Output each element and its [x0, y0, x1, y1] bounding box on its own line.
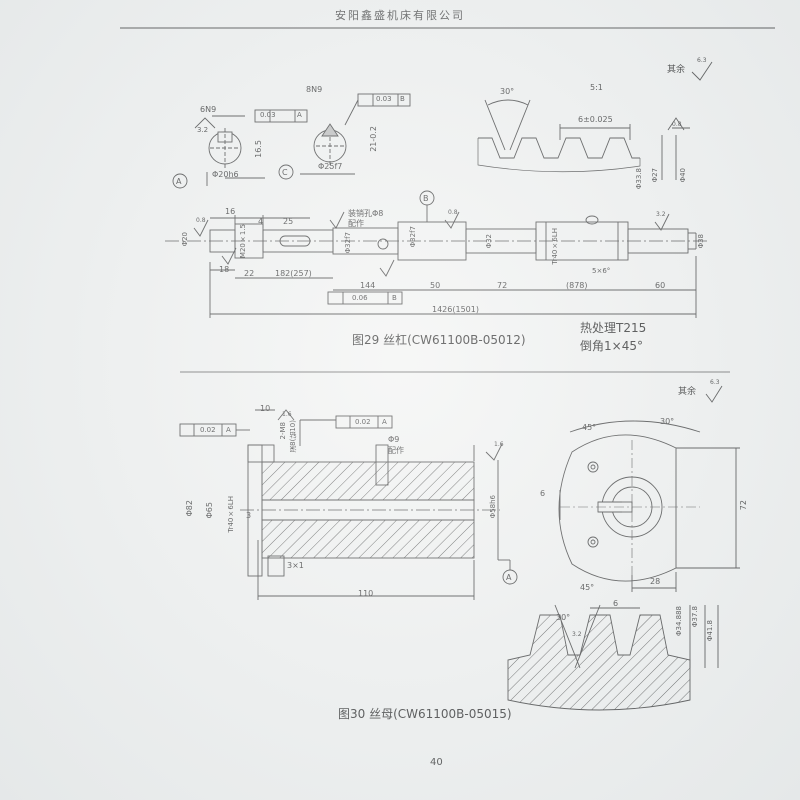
- nut-chamfer: 3×1: [287, 561, 304, 570]
- nut-section: [179, 409, 518, 600]
- ra-a: 3.2: [197, 126, 209, 134]
- nut-length: 110: [358, 589, 374, 598]
- keyway-b: 8N9: [306, 85, 323, 94]
- fig29-note-chamfer: 倒角1×45°: [580, 339, 643, 353]
- pitch-29: 6±0.025: [578, 115, 613, 124]
- rest-value-30: 6.3: [710, 379, 720, 386]
- phi-thread1: Φ33.8: [635, 168, 643, 190]
- datum-a: A: [297, 111, 302, 119]
- phi-thread3: Φ40: [679, 168, 687, 183]
- nut-tol: 0.02: [200, 426, 216, 434]
- keyway-a: 6N9: [200, 105, 217, 114]
- nut-phi82: Φ82: [185, 500, 194, 517]
- ra-shaft-1: 0.8: [196, 217, 206, 224]
- fig29-note-heat: 热处理T215: [580, 321, 647, 335]
- phi-thread2: Φ27: [651, 168, 659, 183]
- total-length: 1426(1501): [432, 305, 479, 314]
- runout-datum: B: [392, 294, 397, 302]
- d4: 4: [258, 217, 264, 226]
- nut-phi65: Φ65: [205, 502, 214, 519]
- ra-shaft-3: 3.2: [656, 211, 666, 218]
- phi-20: Φ20: [181, 232, 189, 247]
- phi-32f7: Φ32f7: [344, 232, 352, 254]
- thread-ra-30: 3.2: [572, 631, 582, 638]
- phi-34: Φ34.888: [675, 606, 683, 637]
- circle-c: C: [282, 168, 288, 177]
- chamfer-29: 5×6°: [592, 267, 611, 275]
- section-c: [300, 93, 411, 175]
- thread-angle-29: 30°: [500, 87, 515, 96]
- scale: 5:1: [590, 83, 603, 92]
- end-45-top: 45°: [582, 423, 597, 432]
- nut-phi9: Φ9: [388, 435, 400, 444]
- end-30: 30°: [660, 417, 675, 426]
- d878: (878): [566, 281, 588, 290]
- nut-datum-2: A: [382, 418, 387, 426]
- end-d6: 6: [540, 489, 546, 498]
- company-header: 安阳鑫盛机床有限公司: [335, 9, 465, 22]
- nut-tr40: Tr40×6LH: [227, 496, 235, 533]
- phi-41: Φ41.8: [706, 620, 714, 642]
- section-a: [194, 109, 308, 186]
- d18: 18: [219, 265, 230, 274]
- nut-end-view: [558, 385, 740, 592]
- end-d28: 28: [650, 577, 661, 586]
- datum-b: B: [400, 95, 405, 103]
- nut-ra-right: 1.6: [494, 441, 504, 448]
- d21: 21-0.2: [369, 126, 378, 152]
- d60: 60: [655, 281, 666, 290]
- nut-datum: A: [226, 426, 231, 434]
- thread-detail-30: [507, 604, 719, 711]
- d182: 182(257): [275, 269, 312, 278]
- phi-32: Φ32: [485, 234, 493, 249]
- rest-value-29: 6.3: [697, 57, 707, 64]
- d72: 72: [497, 281, 508, 290]
- phi-32-main: Φ32f7: [409, 226, 417, 248]
- circle-a: A: [176, 177, 182, 186]
- phi-a: Φ20h6: [212, 170, 239, 179]
- tr40: Tr40×6LH: [551, 228, 559, 265]
- d22: 22: [244, 269, 255, 278]
- ra-shaft-2: 0.8: [448, 209, 458, 216]
- phi-c: Φ25f7: [318, 162, 343, 171]
- tol-b: 0.03: [376, 95, 392, 103]
- rest-mark-30: 其余: [678, 387, 697, 397]
- thread-angle-30: 30°: [556, 613, 571, 622]
- ra-thread: 0.8: [672, 121, 682, 128]
- d16-5: 16.5: [254, 140, 263, 158]
- end-45-bot: 45°: [580, 583, 595, 592]
- end-d72: 72: [739, 500, 748, 511]
- nut-d10: 10: [260, 404, 271, 413]
- nut-d3: 3: [246, 511, 252, 520]
- nut-phi58: Φ58h6: [489, 495, 497, 519]
- nut-datum-circle: A: [506, 573, 512, 582]
- nut-m8-deep: 深8(钻10): [289, 420, 297, 453]
- nut-peizuo: 配作: [388, 446, 404, 455]
- d25: 25: [283, 217, 294, 226]
- pin-note: 装销孔Φ8: [348, 209, 384, 218]
- fig30-caption: 图30 丝母(CW61100B-05015): [338, 707, 512, 721]
- nut-ra-top: 1.6: [282, 411, 292, 418]
- fig29-caption: 图29 丝杠(CW61100B-05012): [352, 333, 526, 347]
- rest-mark-29: 其余: [667, 65, 686, 75]
- d16: 16: [225, 207, 236, 216]
- circle-b: B: [423, 194, 429, 203]
- m20: M20×1.5: [239, 224, 247, 259]
- phi-37: Φ37.8: [691, 606, 699, 628]
- nut-m8: 2-M8: [279, 422, 287, 440]
- runout-tol: 0.06: [352, 294, 368, 302]
- d144: 144: [360, 281, 376, 290]
- shaft-29: [165, 164, 710, 318]
- tol-a: 0.03: [260, 111, 276, 119]
- phi-38: Φ38: [697, 234, 705, 249]
- pitch-30: 6: [613, 599, 619, 608]
- page-number: 40: [430, 757, 443, 768]
- pin-note-2: 配作: [348, 219, 364, 228]
- d50: 50: [430, 281, 441, 290]
- nut-tol-2: 0.02: [355, 418, 371, 426]
- thread-detail-29: [477, 99, 690, 180]
